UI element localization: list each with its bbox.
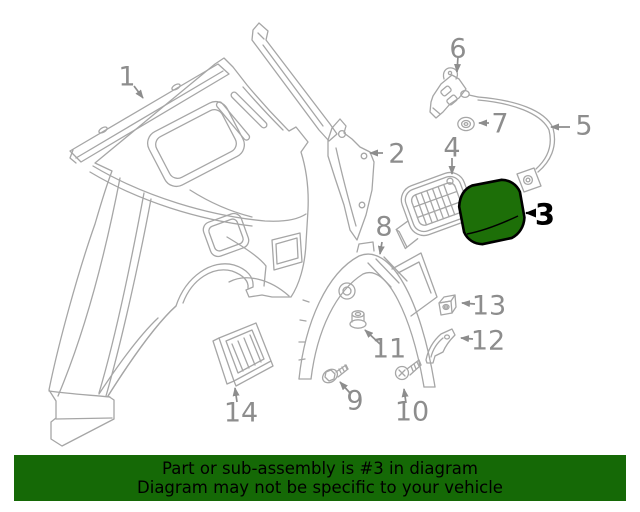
callout-arrows [133, 55, 570, 404]
hinge-bracket-drawing [429, 67, 467, 119]
caption-line-1: Part or sub-assembly is #3 in diagram [162, 459, 478, 478]
wheel-liner-drawing [298, 241, 438, 388]
gusset-bracket-drawing [327, 118, 375, 241]
grommet-drawing [457, 116, 475, 132]
callout-10: 10 [394, 396, 430, 428]
screw-10-drawing [394, 359, 422, 381]
nut-11-drawing [349, 310, 367, 329]
screw-9-drawing [321, 364, 349, 384]
callout-5: 5 [575, 110, 593, 142]
callout-11: 11 [371, 333, 407, 365]
callout-12: 12 [470, 325, 506, 357]
quarter-panel-drawing [48, 22, 338, 447]
callout-8: 8 [375, 211, 393, 243]
callout-9: 9 [346, 385, 364, 417]
caption-banner: Part or sub-assembly is #3 in diagram Di… [14, 455, 626, 501]
side-vent-drawing [212, 322, 274, 387]
callout-2: 2 [388, 138, 406, 170]
mud-guard-bracket-drawing [425, 328, 456, 364]
fuel-door-highlight[interactable] [456, 177, 528, 247]
caption-line-2: Diagram may not be specific to your vehi… [137, 478, 503, 497]
callout-6: 6 [449, 33, 467, 65]
callout-3-highlighted: 3 [534, 197, 556, 232]
callout-1: 1 [118, 61, 136, 93]
callout-4: 4 [443, 132, 461, 164]
clip-nut-13-drawing [438, 294, 457, 316]
callout-7: 7 [491, 108, 509, 140]
fuel-filler-housing-drawing [395, 171, 474, 250]
release-cable-drawing [460, 89, 556, 193]
callout-14: 14 [223, 397, 259, 429]
callout-13: 13 [471, 290, 507, 322]
